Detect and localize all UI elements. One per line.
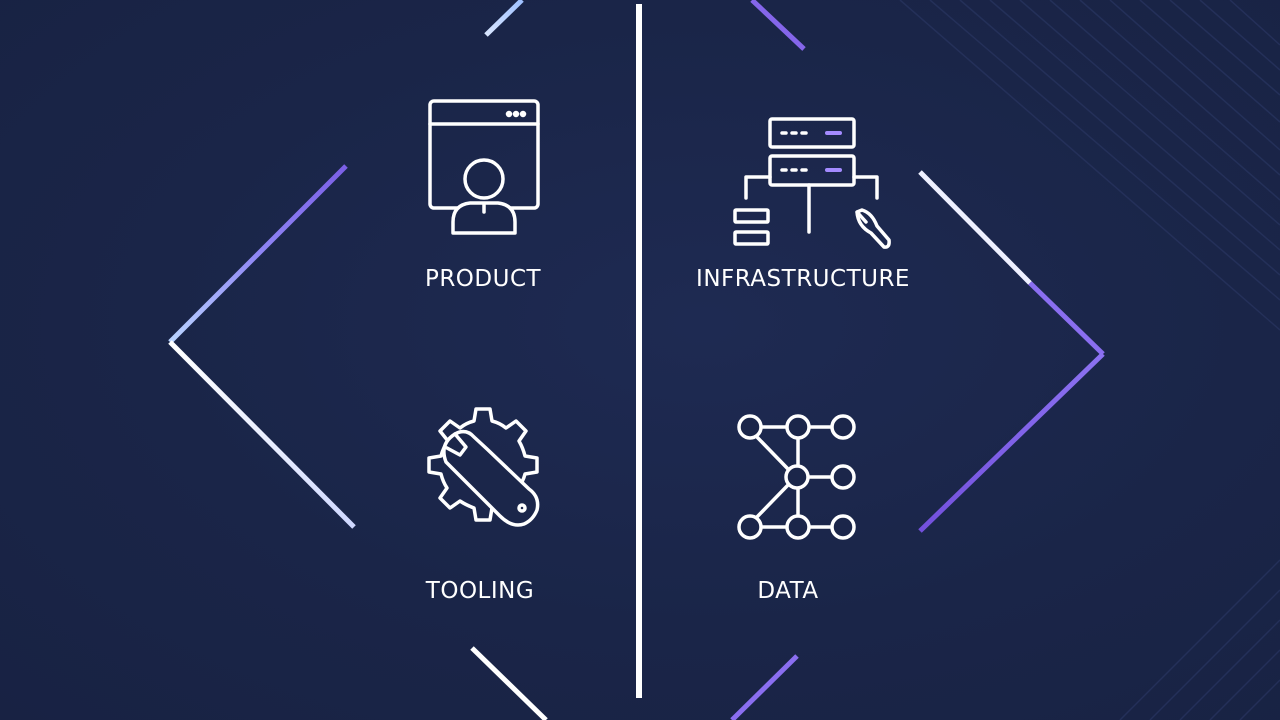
browser-user-icon (428, 99, 540, 235)
background-stripes (899, 0, 1280, 720)
frame-segment-left-lower (168, 340, 356, 529)
tooling-label: TOOLING (425, 578, 535, 604)
diamond-frame (168, 0, 1105, 720)
frame-segment-right-upper-accent (1028, 281, 1105, 356)
server-network-icon (733, 117, 891, 249)
node-graph-icon (737, 414, 856, 540)
frame-segment-bottom-left (470, 646, 548, 720)
frame-segment-top-left (484, 0, 524, 37)
frame-segment-right-upper (918, 170, 1032, 285)
data-label: DATA (757, 578, 819, 604)
frame-segment-bottom-right (730, 654, 799, 720)
frame-segment-left-upper (168, 164, 348, 344)
gear-wrench-icon (427, 407, 540, 527)
frame-segment-right-lower (918, 352, 1105, 533)
infrastructure-label: INFRASTRUCTURE (696, 266, 910, 292)
frame-segment-top-right (750, 0, 806, 51)
product-label: PRODUCT (424, 266, 542, 292)
